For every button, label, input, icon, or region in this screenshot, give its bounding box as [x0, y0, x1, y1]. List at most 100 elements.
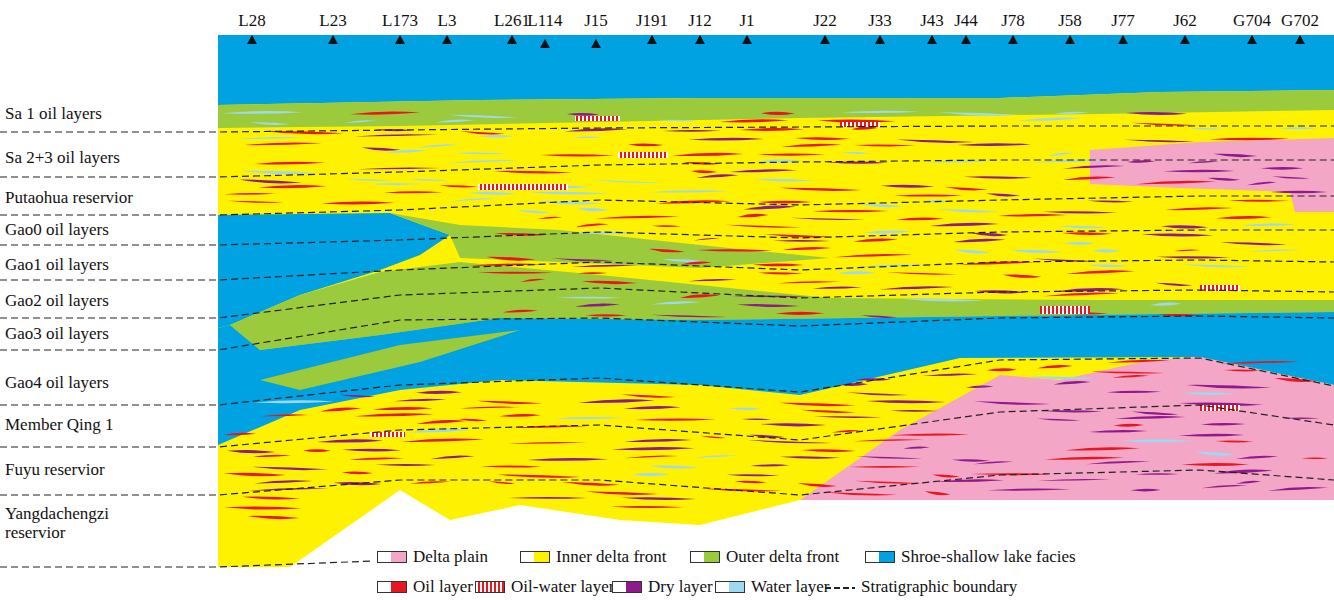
well-name: J44	[954, 12, 978, 31]
sand-lens	[1017, 118, 1083, 122]
sand-lens	[430, 455, 475, 459]
well-marker	[1008, 35, 1018, 44]
well-name: J22	[813, 12, 837, 31]
sand-lens	[489, 481, 515, 484]
sand-lens	[633, 473, 670, 476]
sand-lens	[503, 310, 538, 313]
well-name: G704	[1233, 12, 1271, 31]
sand-lens	[1127, 160, 1155, 163]
sand-lens	[621, 394, 676, 398]
layer-name: Fuyu reservior	[5, 461, 105, 480]
legend-label: Oil-water layer	[511, 578, 614, 597]
sand-lens	[578, 399, 655, 403]
sand-lens	[925, 491, 951, 495]
sand-lens	[1280, 127, 1317, 129]
sand-lens	[754, 179, 816, 182]
sand-lens	[694, 455, 739, 457]
sand-lens	[1189, 128, 1222, 130]
sand-lens	[932, 475, 960, 478]
sand-lens	[971, 233, 1008, 237]
stratigraphic-boundary	[0, 358, 1334, 405]
well-marker	[961, 35, 971, 44]
sand-lens	[856, 456, 923, 459]
well-name: J78	[1001, 12, 1025, 31]
sand-lens	[1163, 170, 1235, 173]
sand-lens	[1267, 487, 1327, 491]
sand-lens	[696, 249, 773, 251]
sand-lens	[1115, 416, 1186, 419]
well-name: L114	[527, 12, 562, 31]
sand-lens	[228, 201, 283, 203]
sand-lens	[727, 474, 780, 476]
sand-lens	[730, 169, 797, 172]
sand-lens	[573, 136, 603, 138]
sand-lens	[1236, 481, 1261, 484]
sand-lens	[813, 416, 881, 418]
well-marker	[247, 35, 257, 44]
sand-lens	[554, 417, 624, 419]
sand-lens	[688, 279, 736, 281]
sand-lens	[750, 464, 789, 466]
sand-lens	[446, 160, 519, 163]
sand-lens	[224, 193, 276, 195]
sand-lens	[856, 378, 891, 380]
sand-lens	[355, 413, 434, 416]
sand-lens	[1125, 140, 1194, 142]
sand-lens	[1086, 461, 1151, 464]
sand-lens	[930, 223, 999, 226]
sand-lens	[1141, 233, 1213, 236]
sand-lens	[891, 434, 970, 436]
well-marker	[647, 35, 657, 44]
well-marker	[442, 35, 452, 44]
sand-lens	[1114, 424, 1144, 427]
sand-lens	[652, 225, 681, 227]
well-marker	[820, 35, 830, 44]
sand-lens	[453, 153, 507, 155]
sand-lens	[1064, 242, 1095, 245]
sand-lens	[582, 281, 638, 284]
sand-lens	[317, 439, 384, 442]
sand-lens	[651, 315, 727, 318]
sand-lens	[344, 120, 376, 123]
sand-lens	[974, 401, 1051, 404]
sand-lens	[611, 506, 683, 508]
stratigraphic-boundary	[0, 126, 1334, 132]
well-name: L173	[382, 12, 418, 31]
sand-lens	[1228, 200, 1289, 202]
sand-lens	[384, 191, 443, 193]
sand-lens	[417, 420, 467, 424]
sand-lens	[259, 185, 327, 188]
stratigraphic-boundary	[0, 470, 1334, 495]
sand-lens	[1150, 303, 1182, 306]
sand-lens	[998, 214, 1067, 216]
sand-lens	[494, 171, 573, 174]
well-marker	[540, 39, 550, 48]
sand-lens	[239, 180, 301, 184]
sand-lens	[801, 449, 856, 452]
sand-lens	[1107, 360, 1170, 363]
sand-lens	[779, 403, 856, 407]
well-marker	[742, 35, 752, 44]
sand-lens	[409, 179, 448, 181]
well-name: J12	[688, 12, 712, 31]
sand-lens	[648, 190, 729, 192]
sand-lens	[1155, 283, 1192, 286]
sand-lens	[1241, 224, 1296, 226]
sand-lens	[342, 449, 401, 452]
sand-lens	[680, 294, 720, 298]
sand-lens	[1033, 258, 1097, 261]
sand-lens	[355, 134, 438, 136]
outer-front-gao3	[260, 330, 520, 390]
sand-lens	[577, 208, 609, 211]
sand-lens	[939, 112, 1019, 115]
sand-lens	[252, 455, 291, 457]
sand-lens	[255, 480, 313, 483]
sand-lens	[775, 312, 824, 315]
legend-label: Stratigraphic boundary	[861, 578, 1017, 597]
sand-lens	[562, 482, 620, 486]
sand-lens	[761, 112, 795, 115]
sand-lens	[1156, 256, 1230, 258]
sand-lens	[737, 304, 800, 307]
sand-lens	[1272, 176, 1310, 179]
